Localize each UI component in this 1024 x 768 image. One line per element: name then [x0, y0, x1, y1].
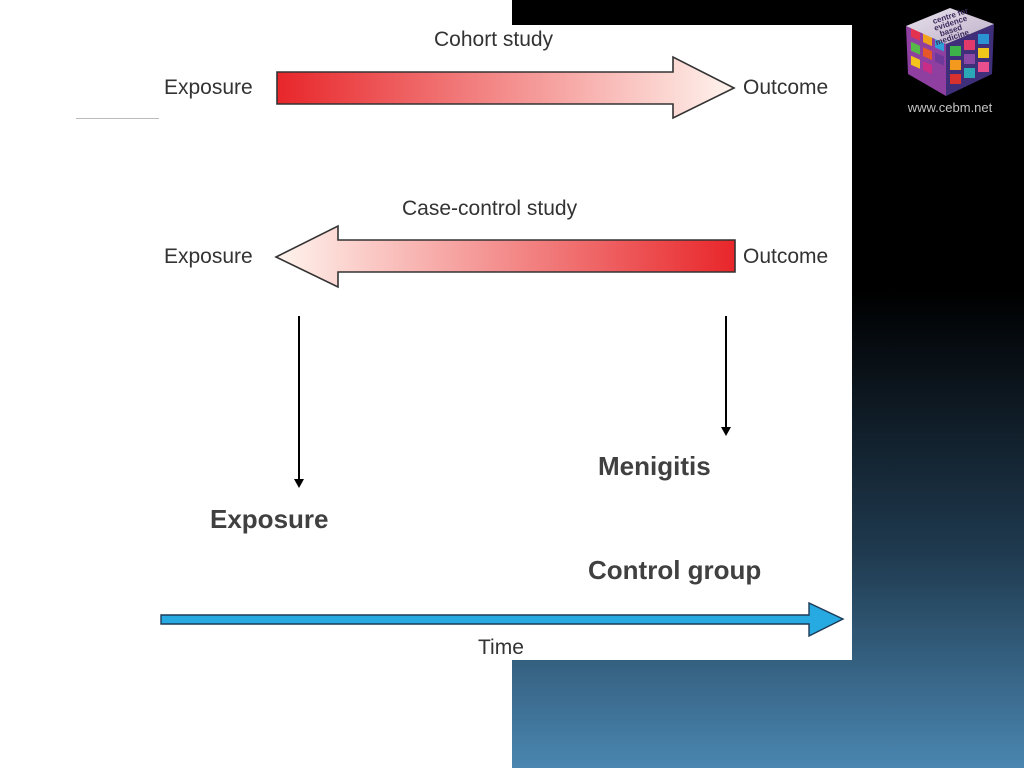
diagram-panel	[76, 25, 852, 660]
case-control-study-title: Case-control study	[402, 197, 578, 220]
time-arrow	[160, 601, 845, 638]
control-group-label: Control group	[588, 555, 762, 585]
case-control-outcome-label: Outcome	[743, 245, 829, 268]
meningitis-down-arrow	[721, 316, 731, 436]
case-control-arrow	[274, 224, 736, 289]
time-axis-label: Time	[478, 636, 524, 659]
divider-line	[76, 118, 159, 119]
meningitis-label: Menigitis	[598, 451, 711, 481]
svg-text:centre for evidence ba: centre for evidence based medicine	[928, 5, 978, 47]
cohort-outcome-label: Outcome	[743, 76, 829, 99]
case-control-exposure-label: Exposure	[164, 245, 253, 268]
exposure-label: Exposure	[210, 504, 329, 534]
exposure-down-arrow	[294, 316, 304, 488]
cohort-arrow	[276, 55, 736, 120]
cohort-exposure-label: Exposure	[164, 76, 253, 99]
cebm-logo-icon: centre for evidence based medicine	[906, 5, 994, 96]
cohort-study-title: Cohort study	[434, 28, 554, 51]
website-url: www.cebm.net	[907, 100, 993, 115]
